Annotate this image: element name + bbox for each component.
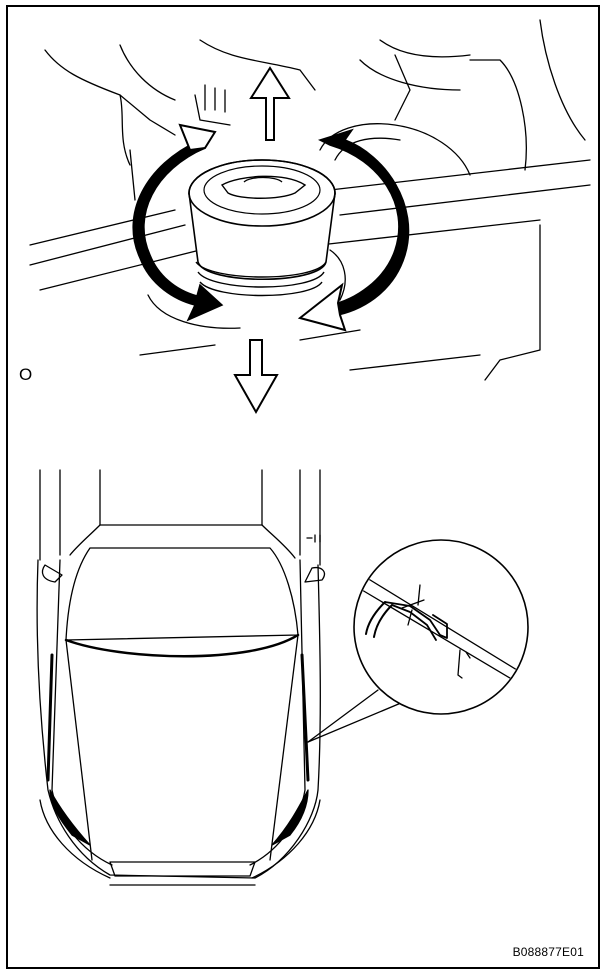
arrow-down-icon: [233, 339, 279, 415]
rotate-arrows-icon: [132, 123, 410, 332]
engine-bay-background: [29, 19, 591, 381]
detail-magnifier: [353, 539, 529, 715]
strut-cap: [188, 159, 336, 297]
reference-code: B088877E01: [512, 945, 584, 959]
arrow-up-icon: [249, 66, 291, 141]
vehicle-top-view: [36, 469, 326, 886]
fender-gap-highlight: [46, 653, 310, 782]
view-label: O: [19, 365, 33, 384]
